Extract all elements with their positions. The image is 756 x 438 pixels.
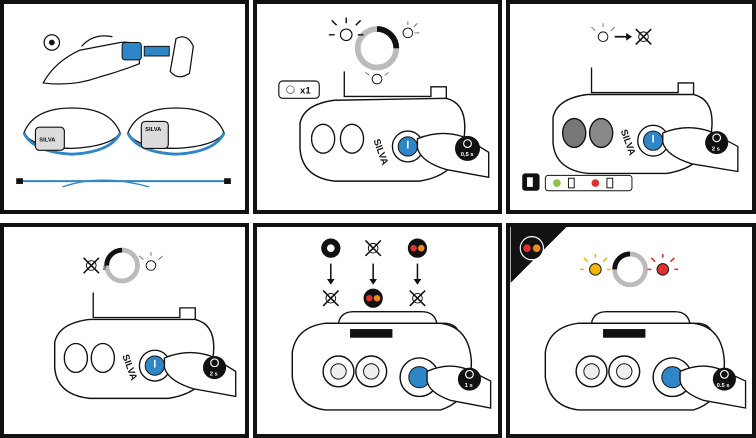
bulb-red-icon: [647, 253, 679, 276]
headband-left: SILVA: [22, 107, 122, 156]
timer-badge: [712, 367, 736, 391]
panel-red-light: 1 s: [253, 223, 502, 438]
bulb-off-icon: [83, 257, 100, 274]
bulb-icon: [139, 252, 163, 271]
red-orange-dot-icon-2: [363, 288, 383, 308]
panel-red-light-mode: 0.5 s: [506, 223, 756, 438]
repeat-badge: [278, 80, 320, 99]
bulb-off-icon-2: [322, 289, 340, 307]
timer-badge: [202, 356, 227, 380]
red-orange-dot-icon: [519, 236, 544, 261]
green-light-icon: [553, 179, 561, 187]
down-arrows: [330, 263, 419, 281]
panel-battery-check: SILVA 2 s: [506, 0, 756, 214]
bulb-off-icon-3: [409, 289, 426, 307]
timer-label: 2 s: [712, 146, 720, 152]
mode-dial: [612, 251, 648, 288]
timer-badge: [454, 135, 481, 161]
headlamp-front-illustration: [544, 311, 726, 411]
panel-switch-off: 2 SILVA 2 s: [0, 223, 249, 438]
bulb-low-icon: [365, 71, 389, 85]
panel-attach-headband: SILVA SILVA: [0, 0, 249, 214]
timer-badge: [457, 367, 481, 391]
strap-brand-label-2: SILVA: [145, 127, 162, 133]
headlamp-front-illustration: [291, 311, 473, 411]
strap-brand-label: SILVA: [39, 138, 56, 144]
bulb-off-icon: [635, 28, 652, 45]
timer-badge: [705, 131, 729, 155]
timer-label: 0,5 s: [461, 152, 474, 158]
timer-label: 1 s: [465, 383, 473, 389]
timer-label: 0.5 s: [717, 383, 730, 389]
bulb-off-icon: [364, 239, 382, 257]
repeat-label: x1: [300, 86, 311, 97]
panel-cycle-modes: x1 SILVA 0,5 s: [253, 0, 502, 214]
bulb-warm-icon: [579, 253, 611, 276]
red-light-icon: [591, 179, 600, 187]
dial-number: 2: [103, 265, 106, 271]
headband-illustration: SILVA SILVA: [16, 34, 231, 188]
bulb-medium-icon: [402, 21, 420, 39]
red-orange-dot-icon: [407, 238, 428, 258]
bulb-icon: [591, 23, 615, 43]
timer-label: 2 s: [210, 371, 218, 377]
headband-right: SILVA: [126, 107, 226, 156]
bulb-high-icon: [328, 17, 364, 42]
